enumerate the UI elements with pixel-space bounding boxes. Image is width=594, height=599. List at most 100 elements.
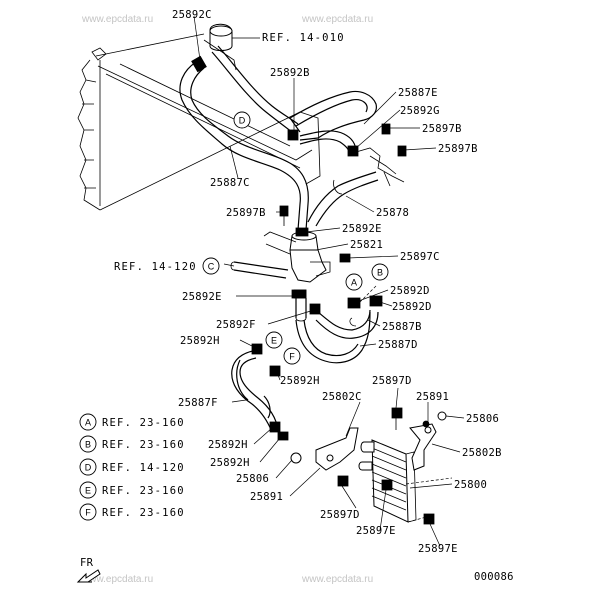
part-label: 25892E: [182, 291, 222, 303]
svg-text:F: F: [85, 508, 91, 518]
clamp-25892c: [191, 55, 207, 73]
clamp-25892e-lower: [291, 289, 307, 299]
part-label: 25887E: [398, 87, 438, 99]
pipe-25878-inner: [315, 179, 379, 227]
upper-hose: [289, 90, 377, 141]
svg-text:C: C: [208, 262, 215, 272]
svg-text:D: D: [85, 463, 92, 473]
part-label: 25887B: [382, 321, 422, 333]
bolt-25897b: [279, 205, 289, 226]
part-label: 25887F: [178, 397, 218, 409]
svg-text:REF. 23-160: REF. 23-160: [102, 439, 185, 451]
svg-text:D: D: [239, 116, 246, 126]
part-label: 25897D: [320, 509, 360, 521]
clamp-25892h-lower2: [277, 431, 289, 441]
svg-text:E: E: [271, 336, 277, 346]
part-label: 25892E: [342, 223, 382, 235]
part-label: 25892H: [280, 375, 320, 387]
callout-c: C: [202, 257, 220, 275]
clamp-25892b: [287, 129, 299, 141]
callout-f: F: [283, 347, 301, 365]
hose-25887d-inner: [303, 319, 359, 357]
part-label: 25892H: [210, 457, 250, 469]
svg-text:B: B: [85, 440, 91, 450]
clamp-25892d-b: [369, 295, 383, 307]
part-label: 25897B: [422, 123, 462, 135]
part-label: 25892C: [172, 9, 212, 21]
legend-row-b: B REF. 23-160: [79, 435, 185, 453]
hose-25887b-inner: [315, 311, 379, 339]
part-label: 25892D: [392, 301, 432, 313]
part-label: 25892H: [208, 439, 248, 451]
part-label: 25802C: [322, 391, 362, 403]
clamp-25892d-a: [347, 297, 361, 309]
part-label: REF. 14-010: [262, 32, 345, 44]
hose-upper-right-inner: [217, 45, 299, 125]
legend-row-f: F REF. 23-160: [79, 503, 185, 521]
clamp-25892h-upper: [251, 343, 263, 355]
svg-text:A: A: [85, 418, 91, 428]
svg-text:F: F: [289, 352, 295, 362]
hose-25887b-end: [349, 317, 357, 327]
front-label: FR: [80, 557, 94, 569]
callout-b: B: [371, 263, 389, 281]
dashed-guides: [357, 285, 453, 523]
svg-text:REF. 14-120: REF. 14-120: [102, 462, 185, 474]
part-label: 25897D: [372, 375, 412, 387]
part-label: 25897E: [418, 543, 458, 555]
hose-25887e-inner: [299, 138, 351, 157]
lower-hose-group: [295, 298, 307, 322]
pipe-25878: [307, 171, 377, 223]
left-bracket: [263, 231, 297, 255]
reference-legend: A REF. 23-160 B REF. 23-160 D REF. 14-12…: [79, 413, 185, 521]
callout-d: D: [233, 111, 251, 129]
hose-25887d: [295, 311, 371, 364]
part-label: 25892B: [270, 67, 310, 79]
svg-text:A: A: [351, 278, 357, 288]
clamp-25892h-lower1: [269, 421, 281, 433]
part-label: 25897B: [438, 143, 478, 155]
part-label: 25892G: [400, 105, 440, 117]
part-labels: 25892C REF. 14-010 25892B 25887E 25892G …: [114, 9, 502, 555]
pipe-25878-end: [333, 179, 343, 195]
part-label: 25892D: [390, 285, 430, 297]
leader-lines: [193, 15, 465, 547]
part-label: 25800: [454, 479, 487, 491]
svg-text:REF. 23-160: REF. 23-160: [102, 485, 185, 497]
reservoir-cap: [203, 23, 237, 71]
front-arrow-icon: [76, 569, 101, 583]
part-label: REF. 14-120: [114, 261, 197, 273]
part-label: 25878: [376, 207, 409, 219]
part-label: 25892F: [216, 319, 256, 331]
part-label: 25821: [350, 239, 383, 251]
svg-text:REF. 23-160: REF. 23-160: [102, 507, 185, 519]
pipe-bracket: [355, 123, 407, 187]
part-label: 25887D: [378, 339, 418, 351]
part-label: 25897E: [356, 525, 396, 537]
bracket-25802b: [409, 423, 437, 471]
bracket-25802c: [315, 427, 359, 471]
pipe-ref-14-120: [230, 261, 289, 279]
callout-e: E: [265, 331, 283, 349]
part-label: 25802B: [462, 447, 502, 459]
clamp-25892h-mid: [269, 365, 281, 377]
hose-upper-right: [211, 51, 293, 133]
part-label: 25806: [466, 413, 499, 425]
svg-text:REF. 23-160: REF. 23-160: [102, 417, 185, 429]
watermark: www.epcdata.ru: [81, 574, 153, 585]
watermark: www.epcdata.ru: [301, 14, 373, 25]
part-label: 25892H: [180, 335, 220, 347]
front-arrow: FR: [76, 557, 101, 583]
hose-25887c: [179, 61, 301, 231]
radiator-illustration: [77, 33, 321, 211]
clamp-25892f: [309, 303, 321, 315]
cooler-fasteners: [290, 407, 447, 525]
legend-row-a: A REF. 23-160: [79, 413, 185, 431]
part-label: 25887C: [210, 177, 250, 189]
part-label: 25891: [416, 391, 449, 403]
svg-text:E: E: [85, 486, 91, 496]
part-label: 25891: [250, 491, 283, 503]
watermark: www.epcdata.ru: [81, 14, 153, 25]
